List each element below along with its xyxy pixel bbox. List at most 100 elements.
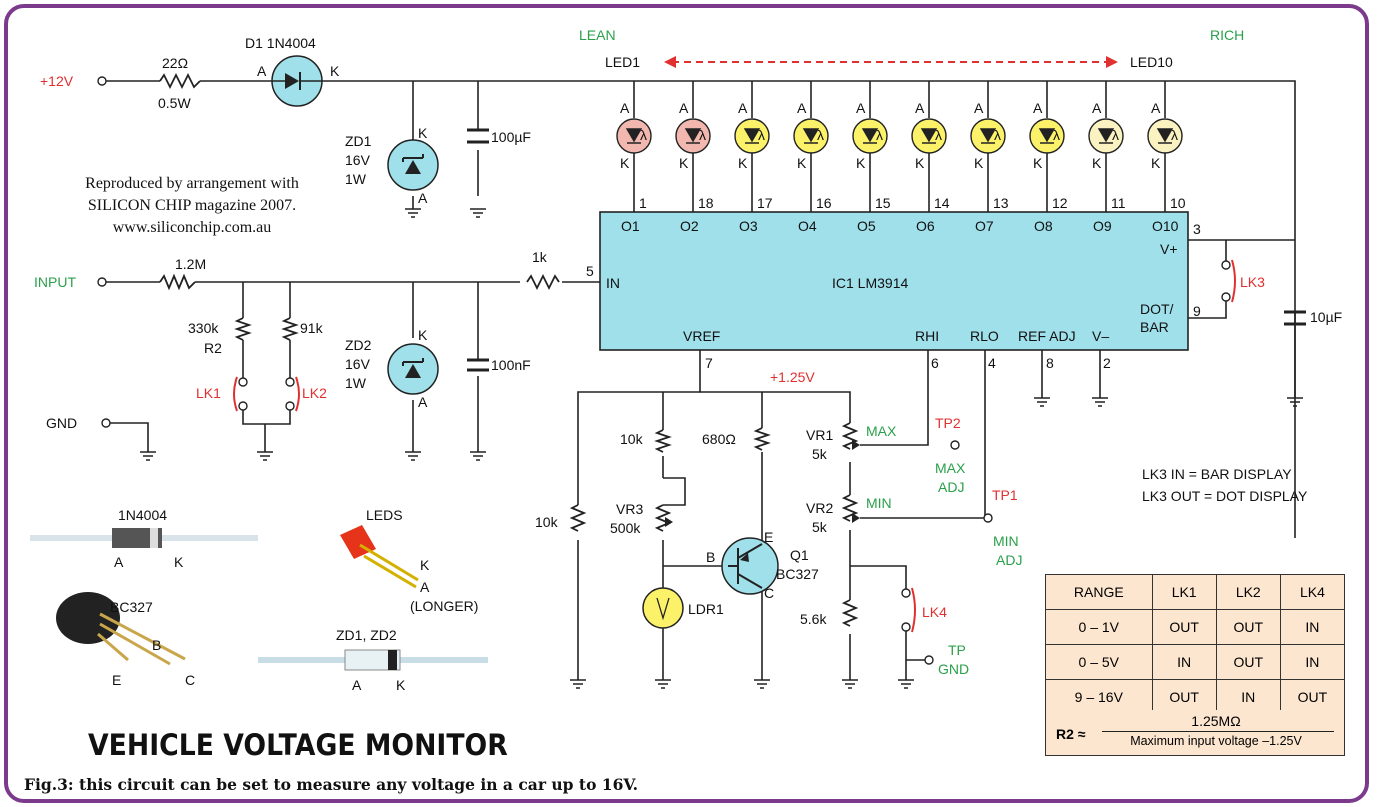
range-row: 9 – 16V OUT IN OUT [1045,679,1346,715]
credit-text: Reproduced by arrangement with SILICON C… [32,173,352,239]
r12m-label: 1.2M [175,256,206,272]
q1-type: BC327 [776,566,819,582]
led-array: λAK1O1λAK18O2λAK17O3λAK16O4λAK15O5λAK14O… [616,81,1186,234]
figure-caption: Fig.3: this circuit can be set to measur… [24,775,639,794]
ic-pin4: 4 [988,355,996,371]
led-lambda: λ [876,127,883,143]
comp-led-longer: (LONGER) [410,598,478,614]
tpgnd-1: TP [948,642,966,658]
range-cell: OUT [1151,609,1217,645]
q1-b-label: B [706,549,715,565]
range-cell: 9 – 16V [1045,679,1153,715]
pot-wipers [665,440,860,527]
link-jumpers [97,76,1231,665]
comp-zd-a: A [352,677,362,693]
legend-line-2: LK3 OUT = DOT DISPLAY [1142,488,1308,504]
range-cell: IN [1279,644,1346,680]
ic-output-label: O2 [680,218,699,234]
q1-c-label: C [764,585,774,601]
ic-refadj-label: REF ADJ [1018,328,1076,344]
led-k-label: K [1151,155,1161,171]
vr1-pot [841,422,859,450]
ic-pin6: 6 [931,355,939,371]
r10k-b-label: 10k [535,514,559,530]
comp-bc327-e: E [112,672,121,688]
vr3-pot [654,504,672,532]
c100n-label: 100nF [491,357,531,373]
c10u-label: 10µF [1310,309,1342,325]
credit-line-2: SILICON CHIP magazine 2007. [87,197,297,214]
zd2-zener [387,343,439,395]
r56k-label: 5.6k [800,611,827,627]
range-row: 0 – 5V IN OUT IN [1045,644,1346,680]
led-a-label: A [679,100,689,116]
ic1-label: IC1 LM3914 [832,275,908,291]
ic-output-label: O9 [1093,218,1112,234]
comp-leds-label: LEDS [366,507,403,523]
led-k-label: K [856,155,866,171]
ic-pin5: 5 [586,263,594,279]
vr2-name: VR2 [806,500,833,516]
led-diode-symbol [743,128,761,144]
vr1-name: VR1 [806,427,833,443]
ic-pin9: 9 [1193,303,1201,319]
comp-led-k: K [420,557,430,573]
ic-rlo-label: RLO [970,328,999,344]
led-lambda: λ [1171,127,1178,143]
range-cell: 0 – 1V [1045,609,1153,645]
led10-label: LED10 [1130,54,1173,70]
ic-in-label: IN [606,275,620,291]
formula-lhs: R2 ≈ [1056,726,1086,742]
ic-output-label: O10 [1152,218,1179,234]
input-label: INPUT [34,274,76,290]
capacitors [467,128,1306,372]
diode-1n4004-drawing [30,528,258,548]
ic-vminus-label: V– [1092,328,1109,344]
ic1-body [599,211,1189,351]
lk1-label: LK1 [196,385,221,401]
zd2-name: ZD2 [345,337,372,353]
c100u-label: 100µF [491,129,531,145]
vr2-value: 5k [812,519,828,535]
range-cell: IN [1279,609,1346,645]
zd1-k-label: K [418,125,428,141]
led-lambda: λ [1053,127,1060,143]
led-diode-symbol [1038,128,1056,144]
ic-rhi-label: RHI [915,328,939,344]
led-diode-symbol [1097,128,1115,144]
d1-k-label: K [330,63,340,79]
tpgnd-2: GND [938,661,969,677]
c100u-cap [467,128,489,144]
legend-line-1: LK3 IN = BAR DISPLAY [1142,466,1292,482]
range-header-cell: RANGE [1045,574,1153,610]
r1k-label: 1k [532,249,548,265]
led-lambda: λ [758,127,765,143]
ic-bar-label: BAR [1140,319,1169,335]
range-cell: OUT [1215,609,1281,645]
ic-pin7: 7 [705,355,713,371]
range-cell: OUT [1215,644,1281,680]
led1-label: LED1 [605,54,640,70]
comp-1n4004-label: 1N4004 [118,507,167,523]
led-k-label: K [620,155,630,171]
c10u-cap [1284,310,1306,326]
formula-denominator: Maximum input voltage –1.25V [1130,734,1302,748]
r22-label: 22Ω [162,55,188,71]
r10k-a-resistor [654,429,672,453]
r330k-resistor [234,317,252,341]
ldr1 [642,587,684,629]
led-lambda: λ [935,127,942,143]
range-header-cell: LK4 [1279,574,1346,610]
led-pin-number: 11 [1111,195,1126,211]
led-pin-number: 12 [1052,195,1068,211]
d1-label: D1 1N4004 [245,35,316,51]
r330-label: 330k [188,320,219,336]
r2-formula: R2 ≈ 1.25MΩ Maximum input voltage –1.25V [1045,710,1345,756]
ic-pin2: 2 [1103,355,1111,371]
led-diode-symbol [920,128,938,144]
ic-pin8: 8 [1046,355,1054,371]
led-lambda: λ [817,127,824,143]
led-k-label: K [915,155,925,171]
max-label: MAX [866,423,897,439]
ic-vref-label: VREF [683,328,720,344]
